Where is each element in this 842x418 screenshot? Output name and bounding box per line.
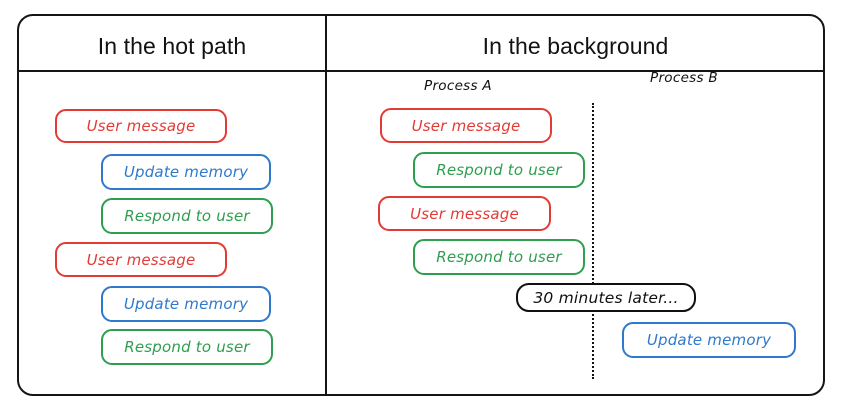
process-a-step-4: Respond to user <box>413 239 585 275</box>
process-b-step-1: Update memory <box>622 322 796 358</box>
process-a-step-2: Respond to user <box>413 152 585 188</box>
process-b-label: Process B <box>650 70 718 86</box>
hot-path-step-3: Respond to user <box>101 198 273 234</box>
time-gap-callout: 30 minutes later... <box>516 283 696 312</box>
header-divider-horizontal <box>18 70 824 72</box>
hot-path-step-5: Update memory <box>101 286 271 322</box>
process-a-step-3: User message <box>378 196 551 231</box>
hot-path-step-6: Respond to user <box>101 329 273 365</box>
hot-path-step-1: User message <box>55 109 227 143</box>
hot-path-step-2: Update memory <box>101 154 271 190</box>
process-boundary-dotted-line <box>592 103 594 379</box>
hot-path-step-4: User message <box>55 242 227 277</box>
column-header-background: In the background <box>482 32 669 59</box>
column-header-hot-path: In the hot path <box>97 32 247 59</box>
process-a-step-1: User message <box>380 108 552 143</box>
diagram-frame <box>17 14 825 396</box>
process-a-label: Process A <box>424 78 492 94</box>
column-divider-vertical <box>325 15 327 396</box>
